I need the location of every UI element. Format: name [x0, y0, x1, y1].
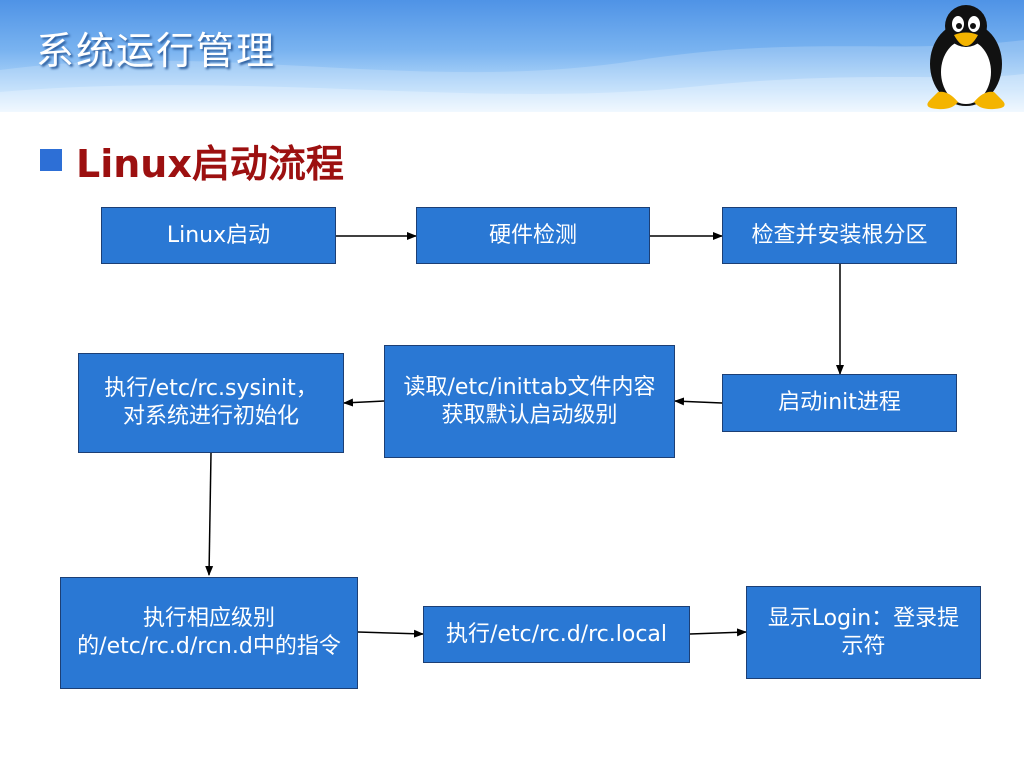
- bullet-heading: Linux启动流程: [40, 132, 344, 188]
- arrow-b8-b9: [689, 628, 747, 637]
- tux-penguin-icon: [927, 5, 1005, 110]
- step-rc-sysinit: 执行/etc/rc.sysinit，对系统进行初始化: [78, 353, 344, 453]
- step-linux-boot: Linux启动: [101, 207, 336, 264]
- step-rc-local: 执行/etc/rc.d/rc.local: [423, 606, 690, 663]
- step-start-init: 启动init进程: [722, 374, 957, 432]
- header-band: 系统运行管理: [0, 0, 1024, 112]
- arrow-b4-b5: [674, 397, 723, 406]
- arrow-b6-b7: [205, 452, 214, 576]
- step-mount-root: 检查并安装根分区: [722, 207, 957, 264]
- arrow-b7-b8: [357, 629, 424, 638]
- step-hardware-check: 硬件检测: [416, 207, 650, 264]
- step-login-prompt: 显示Login：登录提示符: [746, 586, 981, 679]
- header-wave-decoration: [0, 40, 1024, 112]
- bullet-title: Linux启动流程: [76, 141, 344, 186]
- arrow-b5-b6: [343, 398, 385, 407]
- square-bullet-icon: [40, 149, 62, 171]
- step-rcn-d: 执行相应级别的/etc/rc.d/rcn.d中的指令: [60, 577, 358, 689]
- step-read-inittab: 读取/etc/inittab文件内容获取默认启动级别: [384, 345, 675, 458]
- slide-title: 系统运行管理: [36, 29, 277, 73]
